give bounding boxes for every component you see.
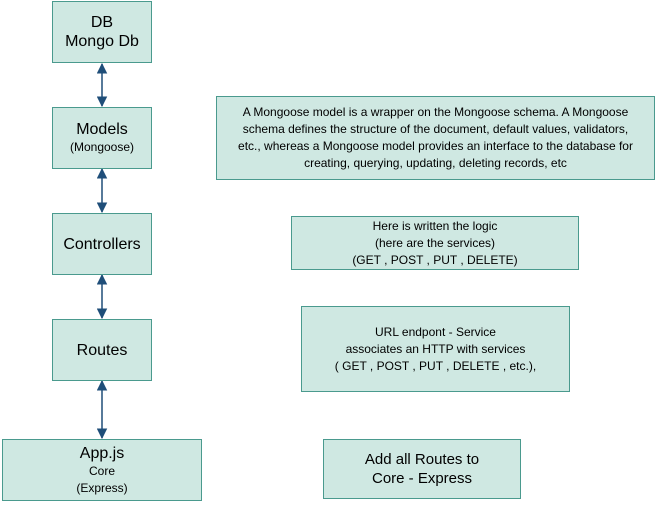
models-note: A Mongoose model is a wrapper on the Mon… (216, 96, 655, 180)
app-note-line: Core - Express (371, 470, 473, 487)
models-note-line: creating, querying, updating, deleting r… (304, 156, 567, 170)
routes-note-line: associates an HTTP with services (345, 341, 526, 356)
controllers-note-line: (GET , POST , PUT , DELETE) (352, 252, 518, 267)
models-title: Models (76, 121, 128, 138)
controllers-box: Controllers (52, 213, 152, 275)
routes-note: URL endpont - Service associates an HTTP… (301, 306, 570, 392)
app-note-line: Add all Routes to (364, 451, 480, 468)
app-subtitle-core: Core (88, 463, 115, 478)
models-note-line: schema defines the structure of the docu… (242, 122, 629, 136)
controllers-title: Controllers (63, 235, 141, 253)
controllers-note: Here is written the logic (here are the … (291, 216, 579, 270)
app-title: App.js (79, 444, 125, 462)
app-subtitle-express: (Express) (76, 480, 128, 495)
models-note-line: etc., whereas a Mongoose model provides … (238, 139, 633, 153)
controllers-note-line: Here is written the logic (372, 218, 498, 233)
app-box: App.js Core (Express) (2, 439, 202, 501)
db-box: DB Mongo Db (52, 1, 152, 63)
db-subtitle: Mongo Db (65, 33, 139, 50)
models-note-line: A Mongoose model is a wrapper on the Mon… (242, 105, 629, 119)
routes-box: Routes (52, 319, 152, 381)
controllers-note-line: (here are the services) (374, 235, 496, 250)
routes-note-line: URL endpont - Service (375, 324, 496, 339)
models-subtitle: (Mongoose) (69, 140, 135, 154)
routes-title: Routes (76, 341, 128, 359)
db-title: DB (90, 14, 114, 31)
models-box: Models (Mongoose) (52, 107, 152, 169)
routes-note-line: ( GET , POST , PUT , DELETE , etc.), (334, 358, 537, 373)
app-note: Add all Routes to Core - Express (323, 439, 521, 499)
